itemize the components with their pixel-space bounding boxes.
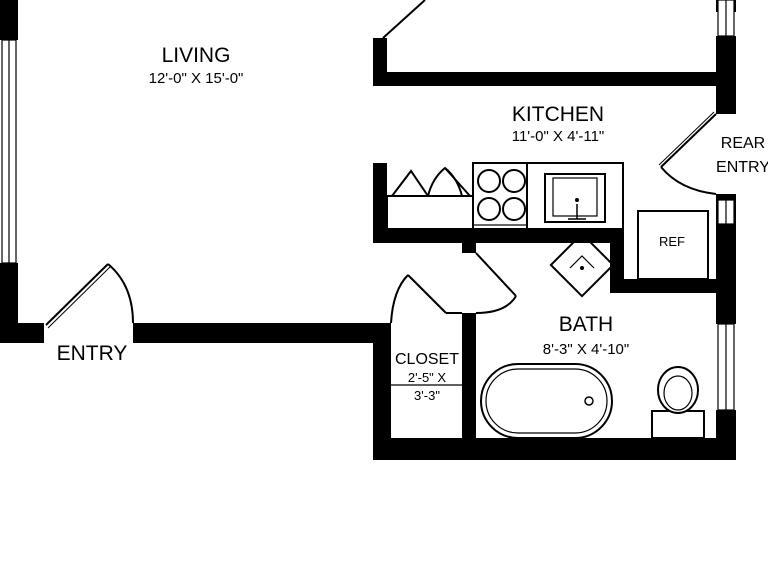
bath-title: BATH [559, 313, 613, 336]
walls [0, 0, 736, 460]
toilet [651, 366, 705, 439]
window-left [1, 39, 17, 264]
rear-entry-label-2: ENTRY [716, 159, 768, 176]
wall-kitchen-bottom [373, 229, 623, 243]
wall-closet-left [373, 323, 391, 460]
closet-dims-2: 3'-3" [414, 388, 440, 403]
entry-label: ENTRY [57, 342, 128, 365]
door-rear-entry [658, 111, 717, 195]
window-right-bath [717, 323, 735, 411]
doors [45, 0, 717, 329]
kitchen-title: KITCHEN [512, 103, 604, 126]
counter-left [386, 166, 474, 230]
ref-label: REF [659, 234, 685, 249]
bathtub [480, 363, 613, 439]
living-dims: 12'-0" X 15'-0" [149, 70, 244, 87]
wall-entry-left [0, 323, 44, 343]
living-title: LIVING [162, 44, 231, 67]
wall-bottom [373, 438, 736, 460]
wall-living-bottom [133, 323, 391, 343]
wall-kitchen-left [373, 163, 387, 243]
wall-bath-left [462, 313, 476, 460]
window-right-kitchen [717, 199, 735, 225]
refrigerator: REF [637, 210, 709, 280]
bath-fixtures [480, 232, 705, 439]
door-entry [45, 263, 134, 329]
wall-door-stub [462, 229, 476, 253]
door-closet [390, 274, 462, 324]
door-living-top [382, 0, 426, 39]
labels: LIVING 12'-0" X 15'-0" KITCHEN 11'-0" X … [57, 44, 768, 403]
wall-ref-bottom [610, 279, 736, 293]
closet-title: CLOSET [395, 351, 459, 368]
range-stove [472, 162, 528, 230]
wall-right-upper [716, 36, 736, 114]
wall-kitchen-top [373, 72, 719, 86]
wall-left-top [0, 0, 18, 40]
window-right-top [717, 0, 735, 37]
rear-entry-label-1: REAR [721, 135, 765, 152]
windows [1, 0, 735, 411]
kitchen-dims: 11'-0" X 4'-11" [512, 128, 605, 145]
sink-counter [526, 162, 624, 230]
bath-dims: 8'-3" X 4'-10" [543, 341, 629, 358]
bath-sink [549, 232, 615, 298]
closet-dims-1: 2'-5" X [408, 370, 446, 385]
wall-ref-left [610, 229, 624, 293]
door-bath [475, 252, 517, 314]
kitchen-fixtures: REF [386, 162, 709, 280]
